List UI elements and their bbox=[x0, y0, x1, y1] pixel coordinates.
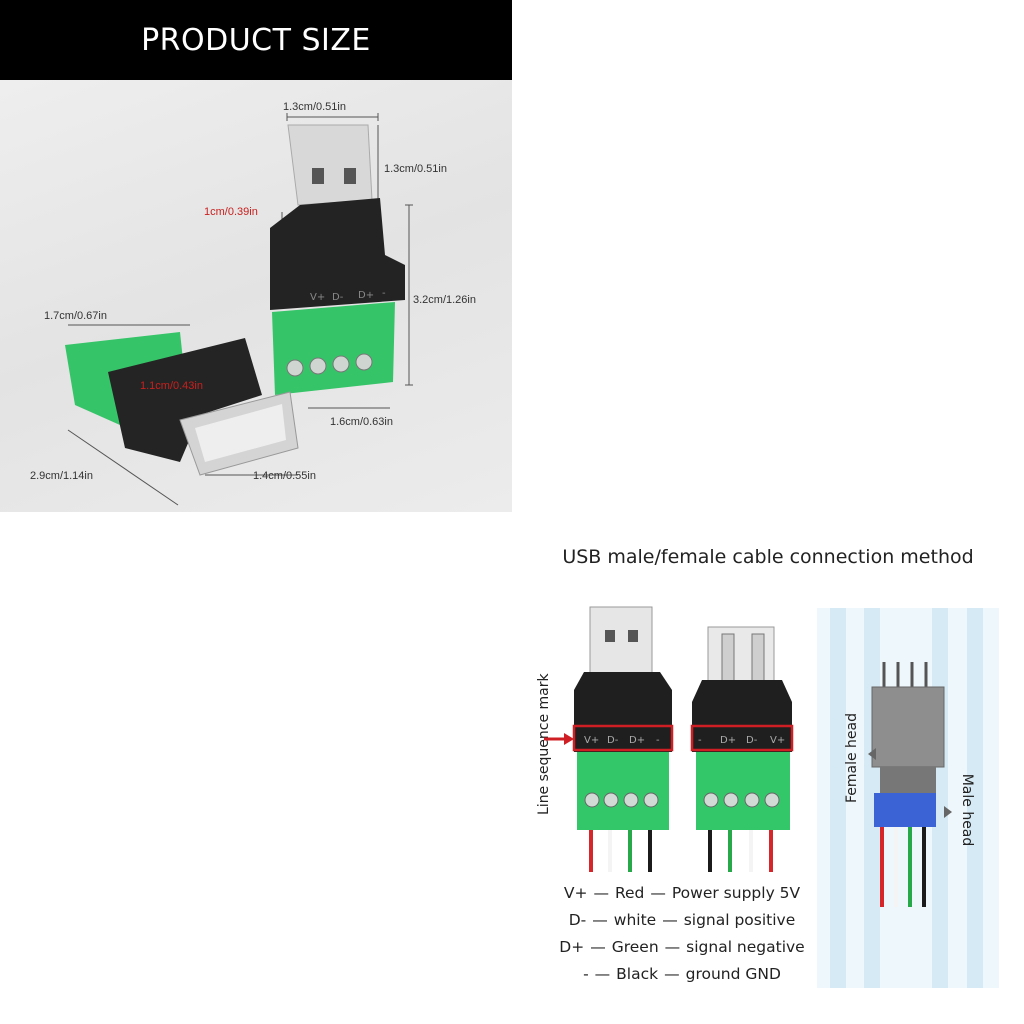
sequence-arrow-icon bbox=[544, 733, 574, 745]
legend-pin: - bbox=[583, 965, 589, 983]
legend-dash: — bbox=[592, 911, 608, 929]
male-sequence-highlight bbox=[572, 724, 674, 752]
legend-dash: — bbox=[662, 911, 678, 929]
legend-color: Green bbox=[611, 938, 659, 956]
male-pin-2: D- bbox=[607, 735, 619, 746]
male-pin-3: D+ bbox=[629, 735, 645, 746]
legend-dash: — bbox=[593, 884, 609, 902]
legend-row-ground: - — Black — ground GND bbox=[552, 965, 812, 992]
dim-neck: 1cm/0.39in bbox=[204, 206, 258, 218]
female-connector: - D+ D- V+ bbox=[690, 626, 794, 872]
male-connector: V+ D- D+ - bbox=[572, 606, 674, 872]
legend-pin: V+ bbox=[563, 884, 588, 902]
assembled-cable-illustration bbox=[817, 608, 999, 988]
female-pin-1: - bbox=[698, 735, 702, 746]
female-pin-3: D- bbox=[746, 735, 758, 746]
legend-color: white bbox=[613, 911, 657, 929]
dim-height: 3.2cm/1.26in bbox=[413, 294, 476, 306]
male-pin-1: V+ bbox=[584, 735, 599, 746]
dim-top-width: 1.3cm/0.51in bbox=[283, 101, 346, 113]
female-pin-4: V+ bbox=[770, 735, 785, 746]
legend-color: Red bbox=[614, 884, 645, 902]
female-pin-2: D+ bbox=[720, 735, 736, 746]
legend-dash: — bbox=[664, 965, 680, 983]
legend-pin: D+ bbox=[559, 938, 585, 956]
product-size-panel: PRODUCT SIZE V+ D- D+ - bbox=[0, 0, 512, 512]
dim-length: 2.9cm/1.14in bbox=[30, 470, 93, 482]
male-pin-4: - bbox=[656, 735, 660, 746]
female-head-label: Female head bbox=[844, 712, 860, 804]
dim-terminal-width: 1.6cm/0.63in bbox=[330, 416, 393, 428]
connection-title: USB male/female cable connection method bbox=[562, 546, 974, 568]
female-usb-adapter bbox=[65, 332, 299, 476]
legend-pin: D- bbox=[568, 911, 587, 929]
legend-function: signal negative bbox=[686, 938, 805, 956]
legend-color: Black bbox=[616, 965, 659, 983]
pin-mark-dplus: D+ bbox=[358, 290, 374, 301]
legend-function: ground GND bbox=[685, 965, 781, 983]
male-head-label: Male head bbox=[959, 773, 975, 847]
dim-plug-length: 1.3cm/0.51in bbox=[384, 163, 447, 175]
male-usb-adapter: V+ D- D+ - bbox=[270, 124, 405, 395]
legend-function: signal positive bbox=[683, 911, 796, 929]
legend-row-dplus: D+ — Green — signal negative bbox=[552, 938, 812, 965]
dim-female-width: 1.4cm/0.55in bbox=[253, 470, 316, 482]
legend-row-dminus: D- — white — signal positive bbox=[552, 911, 812, 938]
legend-row-vplus: V+ — Red — Power supply 5V bbox=[552, 884, 812, 911]
legend-dash: — bbox=[594, 965, 611, 983]
dim-female-height: 1.1cm/0.43in bbox=[140, 380, 203, 392]
size-illustration: V+ D- D+ - bbox=[65, 113, 413, 506]
legend-dash: — bbox=[590, 938, 606, 956]
legend-dash: — bbox=[650, 884, 666, 902]
pin-mark-ground: - bbox=[382, 288, 386, 299]
pin-mark-vplus: V+ bbox=[310, 292, 325, 303]
banner-title: PRODUCT SIZE bbox=[141, 22, 371, 58]
pin-mark-dminus: D- bbox=[332, 292, 344, 303]
connection-method-panel: USB male/female cable connection method … bbox=[512, 512, 1024, 1024]
connection-illustration: V+ D- D+ - - D+ D- bbox=[544, 606, 999, 988]
legend-dash: — bbox=[664, 938, 681, 956]
female-sequence-highlight bbox=[690, 724, 794, 752]
wire-legend: V+ — Red — Power supply 5V D- — white — … bbox=[552, 884, 812, 992]
legend-function: Power supply 5V bbox=[671, 884, 801, 902]
product-size-banner: PRODUCT SIZE bbox=[0, 0, 512, 80]
dim-terminal-depth: 1.7cm/0.67in bbox=[44, 310, 107, 322]
